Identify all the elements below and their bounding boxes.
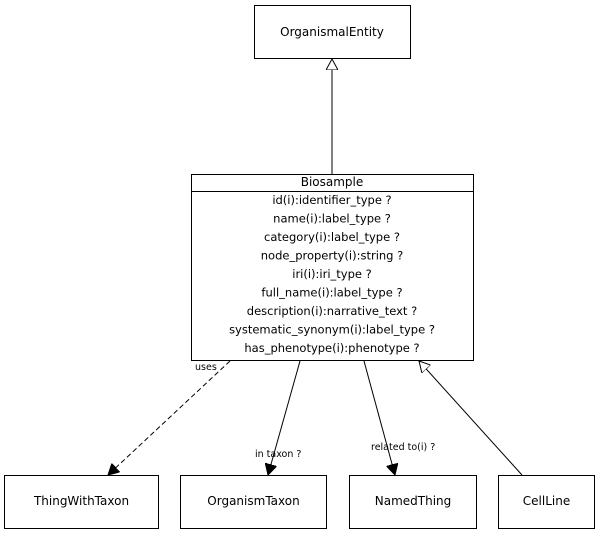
class-organismalentity-label: OrganismalEntity xyxy=(280,25,384,39)
generalization-edge-cellline-biosample xyxy=(419,361,523,476)
class-cellline: CellLine xyxy=(498,475,595,529)
attribute-row: iri(i):iri_type ? xyxy=(292,267,371,281)
class-cellline-label: CellLine xyxy=(523,494,570,508)
class-organismtaxon-label: OrganismTaxon xyxy=(207,494,299,508)
in-taxon-edge-label: in taxon ? xyxy=(255,449,301,460)
attribute-row: node_property(i):string ? xyxy=(261,249,404,263)
attribute-row: systematic_synonym(i):label_type ? xyxy=(229,323,435,337)
in-taxon-edge xyxy=(268,360,301,475)
class-organismalentity: OrganismalEntity xyxy=(254,5,411,59)
attribute-row: has_phenotype(i):phenotype ? xyxy=(244,341,419,355)
class-namedthing: NamedThing xyxy=(349,475,477,529)
class-organismtaxon: OrganismTaxon xyxy=(180,475,327,529)
class-biosample: Biosample id(i):identifier_type ? name(i… xyxy=(191,174,474,361)
attribute-row: id(i):identifier_type ? xyxy=(272,193,391,207)
attribute-row: category(i):label_type ? xyxy=(264,230,400,244)
attribute-row: name(i):label_type ? xyxy=(273,212,391,226)
class-thingwithtaxon: ThingWithTaxon xyxy=(4,475,159,529)
uses-edge xyxy=(108,360,231,475)
class-thingwithtaxon-label: ThingWithTaxon xyxy=(33,494,129,508)
uses-edge-label: uses xyxy=(195,362,217,373)
attribute-row: description(i):narrative_text ? xyxy=(247,304,417,318)
class-biosample-label: Biosample xyxy=(301,175,364,189)
related-to-edge-label: related to(i) ? xyxy=(371,442,435,453)
related-to-edge xyxy=(363,360,395,475)
attribute-row: full_name(i):label_type ? xyxy=(261,286,402,300)
class-namedthing-label: NamedThing xyxy=(375,494,452,508)
